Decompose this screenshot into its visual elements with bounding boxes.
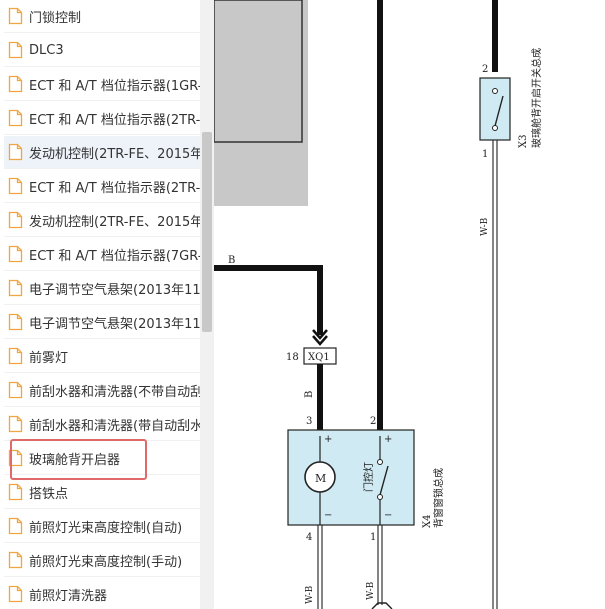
sidebar-item-label: 玻璃舱背开启器 <box>29 452 121 468</box>
switch-contact-top <box>377 459 383 465</box>
wire-b-vertical-label: B <box>304 391 315 398</box>
document-icon <box>8 517 23 535</box>
switch-blade <box>379 465 389 496</box>
document-icon <box>8 551 23 569</box>
gray-panel-inner <box>214 0 303 143</box>
sidebar-item[interactable]: ECT 和 A/T 档位指示器(2TR- <box>4 102 200 135</box>
document-icon <box>8 109 23 127</box>
x4-plus-switch: + <box>384 434 392 445</box>
sidebar-item[interactable]: 前刮水器和清洗器(不带自动刮 <box>4 374 200 407</box>
sidebar-item-label: 前照灯清洗器 <box>29 588 108 604</box>
motor-label: M <box>315 472 326 485</box>
sidebar-item[interactable]: 电子调节空气悬架(2013年11, <box>4 306 200 339</box>
document-icon <box>8 381 23 399</box>
wire-wb-left-label: W-B <box>305 585 315 604</box>
x3-code: X3 <box>518 135 529 148</box>
x3-pin-bottom: 1 <box>482 149 488 160</box>
sidebar-item-label: 前刮水器和清洗器(不带自动刮 <box>29 384 200 400</box>
switch-contact-bottom <box>377 494 383 500</box>
document-icon <box>8 313 23 331</box>
sidebar-item[interactable]: 电子调节空气悬架(2013年11, <box>4 272 200 305</box>
connector-xq1-name: XQ1 <box>308 352 330 363</box>
sidebar-item-label: 前照灯光束高度控制(自动) <box>29 520 183 536</box>
document-icon <box>8 143 23 161</box>
x3-name: 玻璃舱背开启开关总成 <box>530 48 543 148</box>
document-icon <box>8 75 23 93</box>
sidebar-item[interactable]: 发动机控制(2TR-FE、2015年 <box>4 136 200 169</box>
sidebar-item-label: 电子调节空气悬架(2013年11, <box>29 316 200 332</box>
x3-switch-blade <box>494 95 504 127</box>
sidebar-item[interactable]: 搭铁点 <box>4 476 200 509</box>
x4-pin-switch-top: 2 <box>370 416 376 427</box>
sidebar-item-label: 搭铁点 <box>29 486 69 502</box>
document-icon <box>8 7 23 25</box>
x4-switch-label: 门控灯 <box>362 462 375 492</box>
sidebar-item[interactable]: ECT 和 A/T 档位指示器(1GR- <box>4 68 200 101</box>
document-icon <box>8 347 23 365</box>
sidebar-item-label: 前照灯光束高度控制(手动) <box>29 554 183 570</box>
document-icon <box>8 415 23 433</box>
sidebar-scrollbar[interactable] <box>200 0 214 609</box>
sidebar-item[interactable]: ECT 和 A/T 档位指示器(7GR- <box>4 238 200 271</box>
wiring-diagram[interactable]: B XQ1 18 B 3 2 + − M + − 门控灯 X4 背窗窗锁总成 4… <box>214 0 605 609</box>
x4-pin-switch-bottom: 1 <box>370 532 376 543</box>
sidebar-item[interactable]: 前雾灯 <box>4 340 200 373</box>
x4-minus-switch: − <box>384 510 392 521</box>
connector-arrow-2 <box>312 335 328 346</box>
ground-connector <box>371 602 393 609</box>
sidebar-item-label: 发动机控制(2TR-FE、2015年 <box>29 214 200 230</box>
sidebar-item-label: 发动机控制(2TR-FE、2015年 <box>29 146 200 162</box>
sidebar-item-label: 前雾灯 <box>29 350 69 366</box>
sidebar-item[interactable]: 发动机控制(2TR-FE、2015年 <box>4 204 200 237</box>
x3-contact-top <box>492 88 498 94</box>
document-icon <box>8 483 23 501</box>
x3-wire-label: W-B <box>480 217 490 236</box>
document-icon <box>8 41 23 59</box>
wire-wb-right-label: W-B <box>366 581 376 600</box>
wire-b-label: B <box>228 255 235 266</box>
wire-b <box>214 265 323 335</box>
sidebar-item-label: 前刮水器和清洗器(带自动刮水 <box>29 418 200 434</box>
sidebar-item-label: 门锁控制 <box>29 10 82 26</box>
connector-xq1-pin: 18 <box>286 352 299 363</box>
document-icon <box>8 279 23 297</box>
sidebar-item[interactable]: 玻璃舱背开启器 <box>4 442 200 475</box>
document-icon <box>8 177 23 195</box>
scrollbar-thumb[interactable] <box>202 132 212 332</box>
sidebar-item-label: 电子调节空气悬架(2013年11, <box>29 282 200 298</box>
x4-minus-motor: − <box>324 510 332 521</box>
x3-contact-bottom <box>492 125 498 131</box>
document-icon <box>8 211 23 229</box>
sidebar-item[interactable]: 门锁控制 <box>4 0 200 33</box>
connector-arrow <box>312 329 328 340</box>
sidebar-item-label: DLC3 <box>29 42 64 58</box>
sidebar-item[interactable]: ECT 和 A/T 档位指示器(2TR- <box>4 170 200 203</box>
sidebar-item[interactable]: 前照灯光束高度控制(手动) <box>4 544 200 577</box>
x4-name: 背窗窗锁总成 <box>432 468 445 528</box>
sidebar-item[interactable]: 前照灯清洗器 <box>4 578 200 609</box>
sidebar-item[interactable]: 前照灯光束高度控制(自动) <box>4 510 200 543</box>
sidebar-item-label: ECT 和 A/T 档位指示器(1GR- <box>29 78 200 94</box>
x4-pin-motor-bottom: 4 <box>306 532 312 543</box>
sidebar-item[interactable]: DLC3 <box>4 34 200 67</box>
sidebar-item-label: ECT 和 A/T 档位指示器(2TR- <box>29 180 200 196</box>
document-icon <box>8 585 23 603</box>
x4-code: X4 <box>422 515 433 528</box>
sidebar-item-label: ECT 和 A/T 档位指示器(7GR- <box>29 248 200 264</box>
x3-pin-top: 2 <box>482 64 488 75</box>
document-icon <box>8 245 23 263</box>
sidebar-item-label: ECT 和 A/T 档位指示器(2TR- <box>29 112 200 128</box>
sidebar-item[interactable]: 前刮水器和清洗器(带自动刮水 <box>4 408 200 441</box>
x4-pin-motor-top: 3 <box>306 416 312 427</box>
document-icon <box>8 449 23 467</box>
x4-plus-motor: + <box>324 434 332 445</box>
